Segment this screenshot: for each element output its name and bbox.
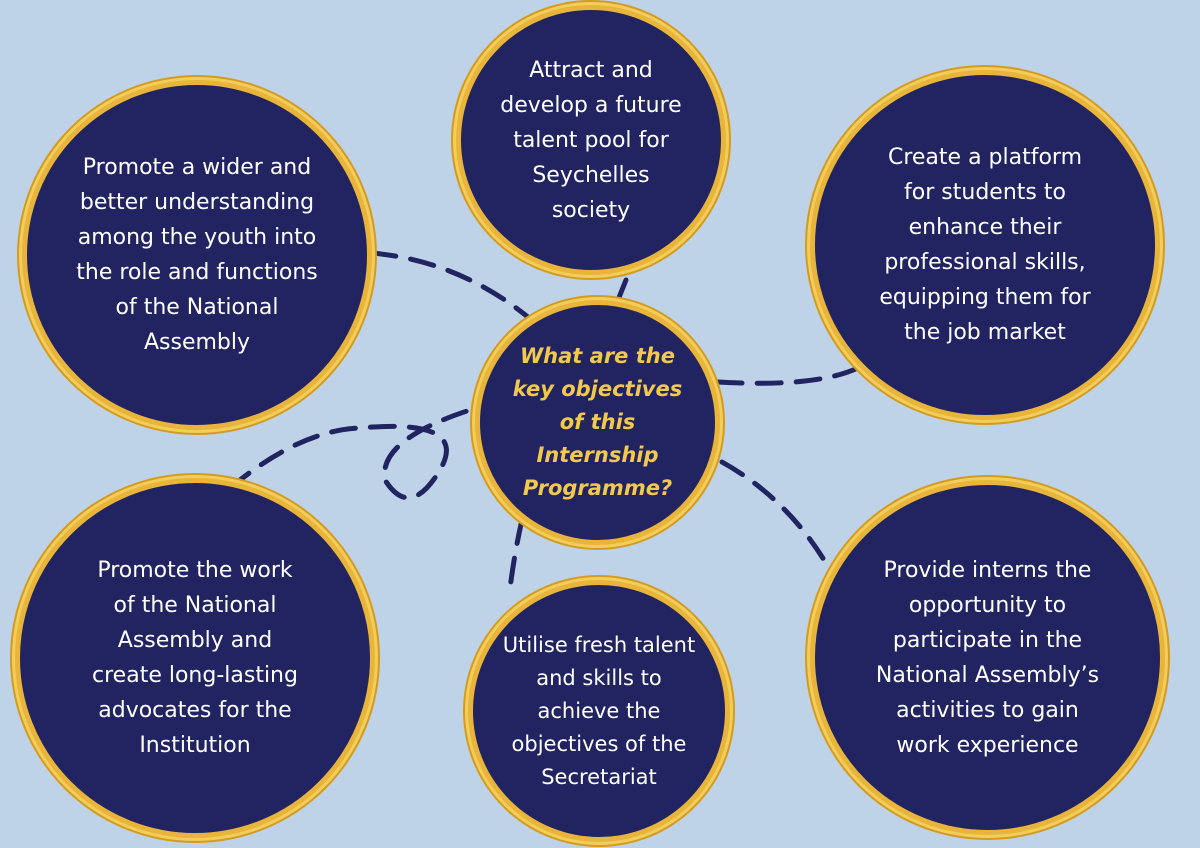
- objective-text: Promote a wider and better understanding…: [76, 155, 318, 355]
- objective-text: Create a platform for students to enhanc…: [879, 145, 1091, 345]
- objective-top-left: Promote a wider and better understanding…: [22, 80, 372, 430]
- objective-text: Provide interns the opportunity to parti…: [875, 557, 1100, 758]
- objective-text: Utilise fresh talent and skills to achie…: [502, 632, 696, 789]
- connector-top: [615, 277, 629, 303]
- central-question: What are the key objectives of this Inte…: [475, 300, 720, 545]
- objective-text: Attract and develop a future talent pool…: [500, 57, 682, 223]
- connector-top-left: [369, 250, 548, 335]
- objective-bottom-right: Provide interns the opportunity to parti…: [810, 480, 1165, 835]
- objective-bottom-left: Promote the work of the National Assembl…: [15, 478, 375, 838]
- objective-top: Attract and develop a future talent pool…: [456, 5, 726, 275]
- connector-bottom-left: [227, 407, 473, 501]
- connector-top-right: [715, 363, 865, 386]
- connector-bottom-right: [719, 459, 833, 573]
- objective-top-right: Create a platform for students to enhanc…: [810, 70, 1160, 420]
- connector-bottom-center: [507, 517, 525, 591]
- objective-bottom-center: Utilise fresh talent and skills to achie…: [468, 580, 730, 842]
- central-question-text: What are the key objectives of this Inte…: [512, 344, 683, 500]
- objective-text: Promote the work of the National Assembl…: [92, 558, 298, 758]
